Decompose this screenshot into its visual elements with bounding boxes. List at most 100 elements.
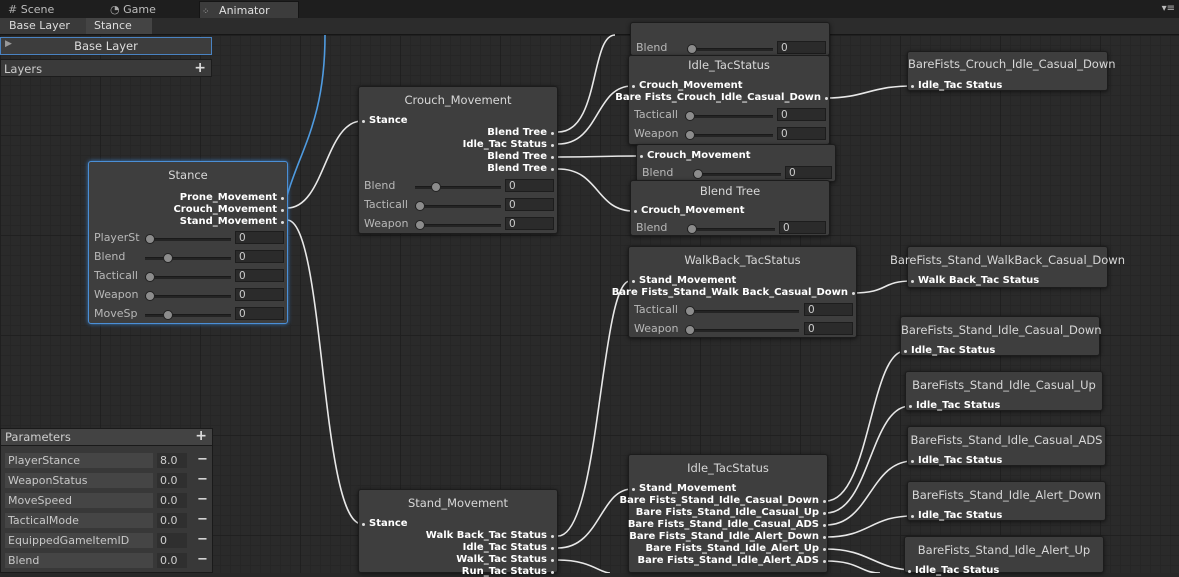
node-stand-movement[interactable]: Stand_Movement Stance Walk Back_Tac Stat… xyxy=(358,489,558,577)
node-clip-stand-walkback-casual-down[interactable]: BareFists_Stand_WalkBack_Casual_Down Wal… xyxy=(890,246,1125,288)
parameter-value[interactable]: 0 xyxy=(157,533,187,548)
param-slider[interactable] xyxy=(145,272,231,282)
output-port[interactable]: Bare Fists_Stand_Idle_Alert_Up xyxy=(645,543,826,554)
node-clip-stand-idle-casual-up[interactable]: BareFists_Stand_Idle_Casual_Up Idle_Tac … xyxy=(905,371,1103,411)
parameter-name[interactable]: MoveSpeed xyxy=(5,493,153,508)
output-port[interactable]: Bare Fists_Stand_Walk Back_Casual_Down xyxy=(611,287,856,298)
parameter-name[interactable]: TacticalMode xyxy=(5,513,153,528)
slider-knob[interactable] xyxy=(687,224,697,234)
breadcrumb-stance[interactable]: Stance xyxy=(86,18,152,34)
remove-parameter-button[interactable]: − xyxy=(197,552,208,567)
input-port[interactable]: Idle_Tac Status xyxy=(910,80,1003,91)
parameter-value[interactable]: 8.0 xyxy=(157,453,187,468)
param-slider[interactable] xyxy=(415,182,501,192)
tab-scene[interactable]: # Scene xyxy=(8,3,55,16)
input-port[interactable]: Walk Back_Tac Status xyxy=(910,275,1040,286)
param-slider[interactable] xyxy=(693,169,781,179)
output-port[interactable]: Run_Tac Status xyxy=(461,566,555,577)
param-value[interactable]: 0 xyxy=(777,41,826,54)
node-idle-tac-status-stand[interactable]: Idle_TacStatus Stand_Movement Bare Fists… xyxy=(620,454,828,573)
input-port[interactable]: Idle_Tac Status xyxy=(910,455,1003,466)
param-value[interactable]: 0 xyxy=(804,322,853,335)
node-clip-stand-idle-casual-down[interactable]: BareFists_Stand_Idle_Casual_Down Idle_Ta… xyxy=(900,316,1102,356)
node-clip-crouch-idle-casual-down[interactable]: BareFists_Crouch_Idle_Casual_Down Idle_T… xyxy=(907,51,1116,91)
remove-parameter-button[interactable]: − xyxy=(197,452,208,467)
slider-knob[interactable] xyxy=(431,182,441,192)
slider-knob[interactable] xyxy=(145,272,155,282)
node-walkback-tac-status[interactable]: WalkBack_TacStatus Stand_Movement Bare F… xyxy=(612,246,857,338)
node-blend-tree-lower[interactable]: Blend Tree Crouch_Movement Blend 0 xyxy=(630,180,830,236)
parameter-name[interactable]: Blend xyxy=(5,553,153,568)
param-slider[interactable] xyxy=(687,44,773,54)
param-slider[interactable] xyxy=(145,291,231,301)
output-port[interactable]: Walk_Tac Status xyxy=(456,554,554,565)
param-value[interactable]: 0 xyxy=(777,127,826,140)
breadcrumb-base-layer[interactable]: Base Layer xyxy=(0,18,86,34)
input-port[interactable]: Idle_Tac Status xyxy=(908,400,1001,411)
param-value[interactable]: 0 xyxy=(779,221,826,234)
param-slider[interactable] xyxy=(145,253,231,263)
input-port[interactable]: Crouch_Movement xyxy=(634,205,745,216)
param-value[interactable]: 0 xyxy=(235,288,284,301)
tab-menu-icon[interactable]: ▾≡ xyxy=(1161,3,1175,14)
param-slider[interactable] xyxy=(415,220,501,230)
parameter-value[interactable]: 0.0 xyxy=(157,493,187,508)
slider-knob[interactable] xyxy=(415,201,425,211)
parameter-name[interactable]: WeaponStatus xyxy=(5,473,153,488)
slider-knob[interactable] xyxy=(685,306,695,316)
input-port[interactable]: Crouch_Movement xyxy=(640,150,751,161)
output-port[interactable]: Idle_Tac Status xyxy=(462,139,555,150)
param-slider[interactable] xyxy=(685,111,773,121)
node-clip-stand-idle-casual-ads[interactable]: BareFists_Stand_Idle_Casual_ADS Idle_Tac… xyxy=(907,426,1106,466)
output-port[interactable]: Bare Fists_Stand_Idle_Alert_ADS xyxy=(637,555,826,566)
param-slider[interactable] xyxy=(415,201,501,211)
param-value[interactable]: 0 xyxy=(505,217,554,230)
param-slider[interactable] xyxy=(685,306,799,316)
output-port[interactable]: Bare Fists_Stand_Idle_Alert_Down xyxy=(629,531,826,542)
slider-knob[interactable] xyxy=(145,291,155,301)
output-port[interactable]: Bare Fists_Stand_Idle_Casual_Up xyxy=(635,507,827,518)
input-port[interactable]: Stand_Movement xyxy=(631,483,737,494)
output-port[interactable]: Walk Back_Tac Status xyxy=(425,530,555,541)
input-port[interactable]: Idle_Tac Status xyxy=(907,565,1000,576)
slider-knob[interactable] xyxy=(687,44,697,54)
remove-parameter-button[interactable]: − xyxy=(197,512,208,527)
param-value[interactable]: 0 xyxy=(505,198,554,211)
slider-knob[interactable] xyxy=(145,234,155,244)
add-parameter-button[interactable]: + xyxy=(195,428,207,444)
output-port[interactable]: Stand_Movement xyxy=(179,216,285,227)
remove-parameter-button[interactable]: − xyxy=(197,472,208,487)
remove-parameter-button[interactable]: − xyxy=(197,492,208,507)
input-port[interactable]: Idle_Tac Status xyxy=(903,345,996,356)
slider-knob[interactable] xyxy=(685,325,695,335)
param-value[interactable]: 0 xyxy=(777,108,826,121)
param-value[interactable]: 0 xyxy=(235,250,284,263)
tab-animator[interactable]: ⁘ Animator xyxy=(199,1,299,18)
node-clip-stand-idle-alert-up[interactable]: BareFists_Stand_Idle_Alert_Up Idle_Tac S… xyxy=(904,536,1104,576)
param-value[interactable]: 0 xyxy=(235,307,284,320)
output-port[interactable]: Blend Tree xyxy=(487,151,554,162)
parameter-value[interactable]: 0.0 xyxy=(157,553,187,568)
input-port[interactable]: Stance xyxy=(362,518,408,529)
slider-knob[interactable] xyxy=(163,253,173,263)
param-value[interactable]: 0 xyxy=(235,231,284,244)
output-port[interactable]: Prone_Movement xyxy=(179,192,285,203)
parameter-name[interactable]: EquippedGameItemID xyxy=(5,533,153,548)
input-port[interactable]: Stance xyxy=(362,115,408,126)
input-port[interactable]: Crouch_Movement xyxy=(632,80,743,91)
parameter-value[interactable]: 0.0 xyxy=(157,473,187,488)
expand-arrow-icon[interactable]: ▶ xyxy=(5,39,12,49)
node-blend-tree-top[interactable]: Blend 0 xyxy=(630,22,830,56)
param-slider[interactable] xyxy=(685,325,799,335)
output-port[interactable]: Blend Tree xyxy=(487,163,554,174)
output-port[interactable]: Bare Fists_Stand_Idle_Casual_ADS xyxy=(627,519,827,530)
output-port[interactable]: Crouch_Movement xyxy=(173,204,284,215)
slider-knob[interactable] xyxy=(163,310,173,320)
param-value[interactable]: 0 xyxy=(235,269,284,282)
param-slider[interactable] xyxy=(687,224,775,234)
param-slider[interactable] xyxy=(685,130,773,140)
input-port[interactable]: Idle_Tac Status xyxy=(910,510,1003,521)
layer-item-base-layer[interactable]: ▶ Base Layer xyxy=(0,37,212,55)
node-clip-stand-idle-alert-down[interactable]: BareFists_Stand_Idle_Alert_Down Idle_Tac… xyxy=(907,481,1106,521)
param-slider[interactable] xyxy=(145,310,231,320)
